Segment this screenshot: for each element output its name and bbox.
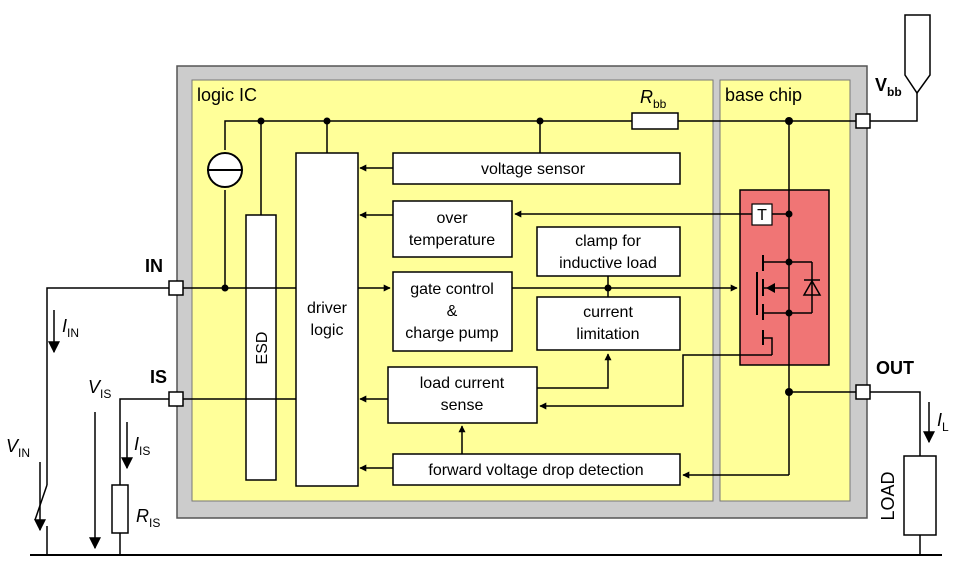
external-in-circuit — [30, 287, 942, 556]
junction-dot — [221, 284, 229, 292]
sense-feedback-line — [539, 354, 772, 410]
i-is-label: IIS — [134, 434, 150, 458]
out-pin[interactable] — [855, 384, 871, 400]
driver-logic-block — [295, 152, 359, 487]
sense-to-limitation — [537, 353, 612, 389]
vbb-pin-label: Vbb — [875, 75, 902, 99]
mosfet-arrow-icon — [766, 283, 775, 293]
external-is-circuit — [119, 398, 169, 555]
junction-dot — [323, 117, 331, 125]
is-pin[interactable] — [168, 391, 184, 407]
load-label: LOAD — [878, 471, 898, 520]
junction-dot — [536, 117, 544, 125]
supply-bus — [224, 120, 862, 288]
junction-dot — [785, 117, 793, 125]
in-pin-label: IN — [145, 256, 163, 276]
in-pin[interactable] — [168, 280, 184, 296]
vbb-pin[interactable] — [855, 113, 871, 129]
load-current-sense-block — [387, 366, 538, 424]
base-chip-label: base chip — [725, 85, 802, 105]
external-load-circuit — [870, 391, 921, 555]
r-is-resistor — [111, 484, 129, 534]
supply-connector-icon — [870, 14, 931, 122]
junction-dot — [604, 284, 612, 292]
voltage-sensor-label: voltage sensor — [481, 161, 586, 178]
is-pin-label: IS — [150, 367, 167, 387]
junction-dot — [785, 309, 793, 317]
v-in-label: VIN — [6, 436, 30, 460]
i-in-label: IIN — [62, 316, 79, 340]
junction-dot — [257, 117, 265, 125]
current-limitation-block — [536, 296, 681, 351]
forward-voltage-label: forward voltage drop detection — [428, 462, 643, 479]
voltage-sensor-block — [392, 152, 681, 185]
i-l-label: IL — [937, 410, 949, 434]
over-temperature-block — [392, 200, 513, 258]
junction-dot — [785, 210, 793, 218]
current-source-icon — [207, 152, 243, 188]
out-pin-label: OUT — [876, 358, 914, 378]
v-is-label: VIS — [88, 377, 111, 401]
temp-sensor-label: T — [757, 207, 767, 224]
logic-ic-label: logic IC — [197, 85, 257, 105]
rbb-resistor — [631, 112, 679, 130]
esd-label: ESD — [254, 332, 271, 365]
diode-icon — [802, 279, 822, 296]
r-is-label: RIS — [136, 506, 160, 530]
gate-control-label: gate control&charge pump — [405, 281, 498, 342]
forward-voltage-block — [392, 453, 681, 486]
rbb-label: Rbb — [640, 87, 667, 111]
gate-control-block — [392, 271, 513, 352]
load-block — [903, 455, 937, 536]
junction-dot — [785, 258, 793, 266]
esd-block — [245, 214, 277, 481]
